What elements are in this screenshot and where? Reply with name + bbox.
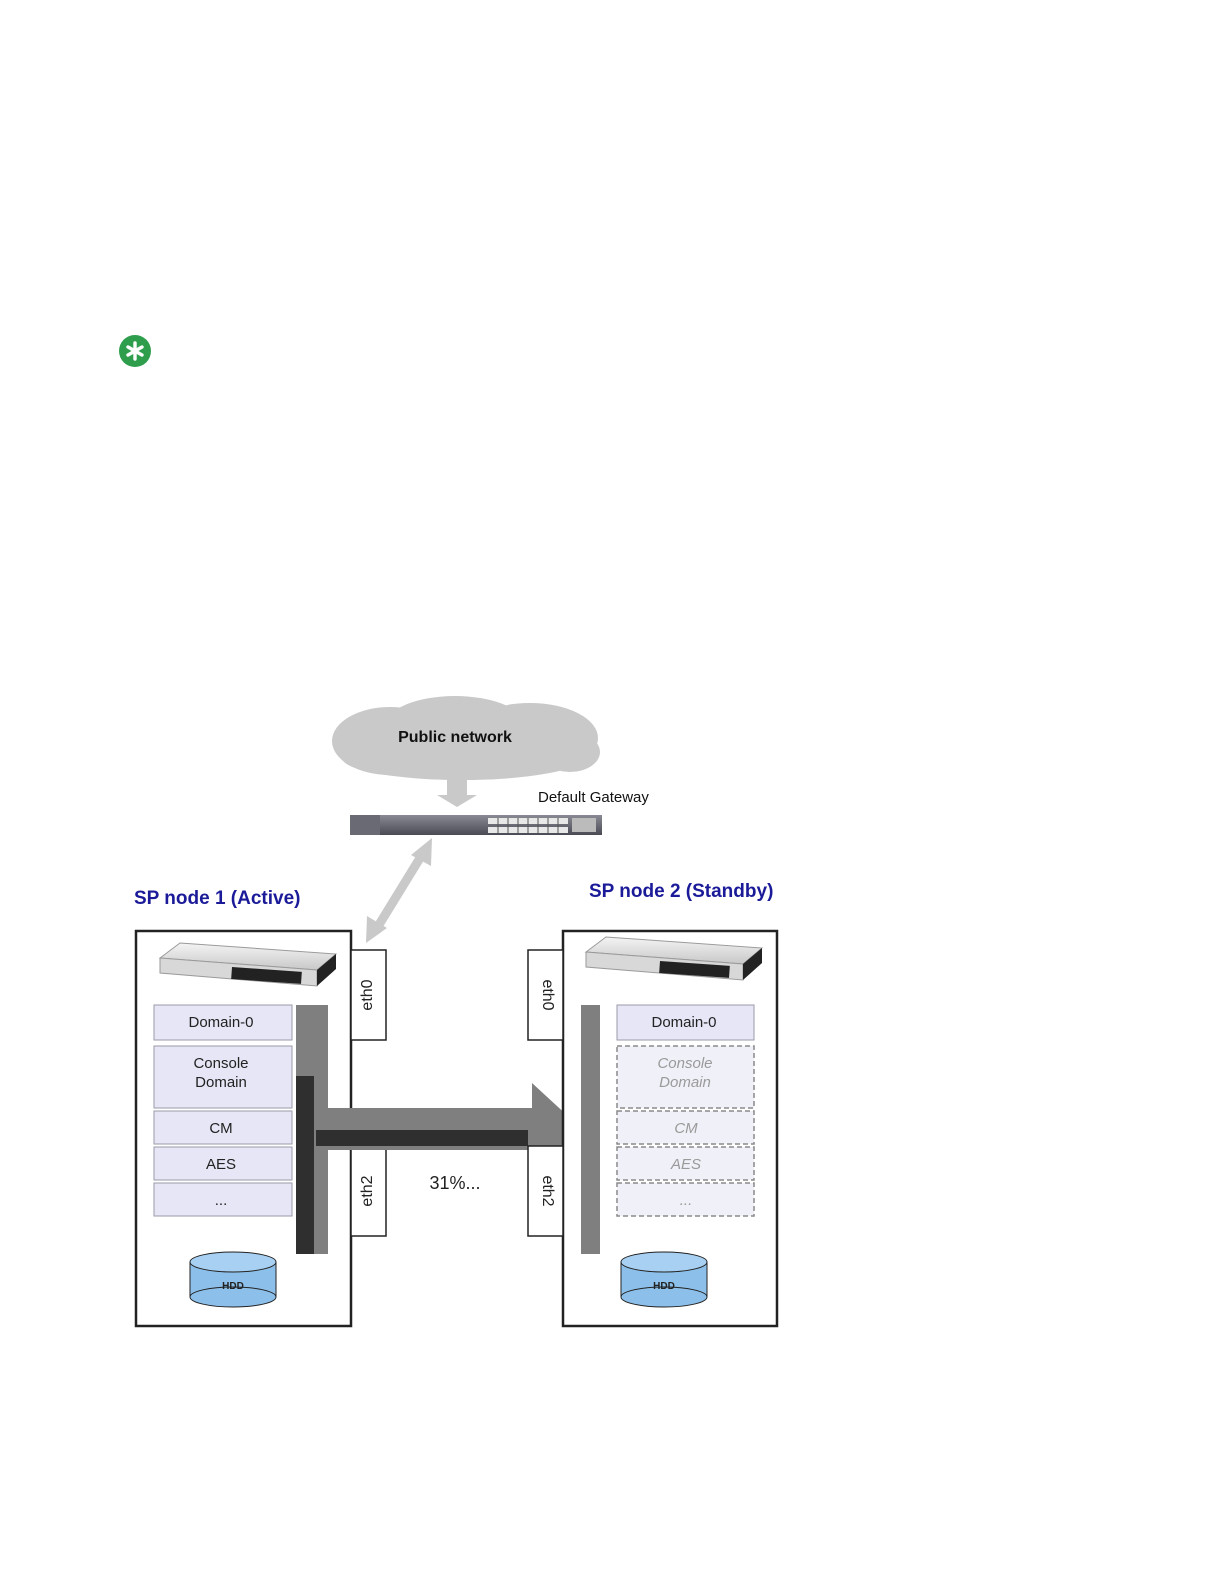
node1-console-domain: Console xyxy=(193,1055,248,1072)
node1-cm: CM xyxy=(209,1120,232,1137)
gateway-label: Default Gateway xyxy=(538,789,649,806)
sync-progress-label: 31%... xyxy=(429,1173,480,1193)
node1-eth0-label: eth0 xyxy=(359,979,376,1010)
node1-bus-dark xyxy=(296,1076,314,1254)
node1-domain-stack: Domain-0 Console Domain CM AES ... xyxy=(154,1005,292,1216)
public-network-cloud: Public network xyxy=(332,696,600,780)
gateway-link-arrow xyxy=(366,838,432,943)
node1-eth2-label: eth2 xyxy=(359,1175,376,1206)
node2-eth0-label: eth0 xyxy=(539,979,556,1010)
node2-title: SP node 2 (Standby) xyxy=(589,881,773,902)
node1-domain-0: Domain-0 xyxy=(188,1014,253,1031)
node2-hdd-label: HDD xyxy=(653,1281,675,1292)
network-switch-icon xyxy=(350,815,602,835)
node2-aes: AES xyxy=(670,1156,701,1173)
node2-domain-stack: Domain-0 Console Domain CM AES ... xyxy=(617,1005,754,1216)
node1-console-domain-2: Domain xyxy=(195,1074,247,1091)
node2-bus xyxy=(581,1005,600,1254)
node2-ellipsis: ... xyxy=(680,1192,693,1209)
node2-cm: CM xyxy=(674,1120,698,1137)
down-arrow xyxy=(437,779,477,807)
node2-eth2-label: eth2 xyxy=(539,1175,556,1206)
cloud-label: Public network xyxy=(398,729,512,746)
node2-console-domain: Console xyxy=(657,1055,712,1072)
node1-ellipsis: ... xyxy=(215,1192,228,1209)
node2: Domain-0 Console Domain CM AES ... eth0 … xyxy=(528,931,777,1326)
node2-domain-0: Domain-0 xyxy=(651,1014,716,1031)
hdd-cylinder-icon: HDD xyxy=(190,1252,276,1307)
hdd-cylinder-icon: HDD xyxy=(621,1252,707,1307)
node2-console-domain-2: Domain xyxy=(659,1074,711,1091)
node1-hdd-label: HDD xyxy=(222,1281,244,1292)
node1-aes: AES xyxy=(206,1156,236,1173)
node1-title: SP node 1 (Active) xyxy=(134,888,300,909)
